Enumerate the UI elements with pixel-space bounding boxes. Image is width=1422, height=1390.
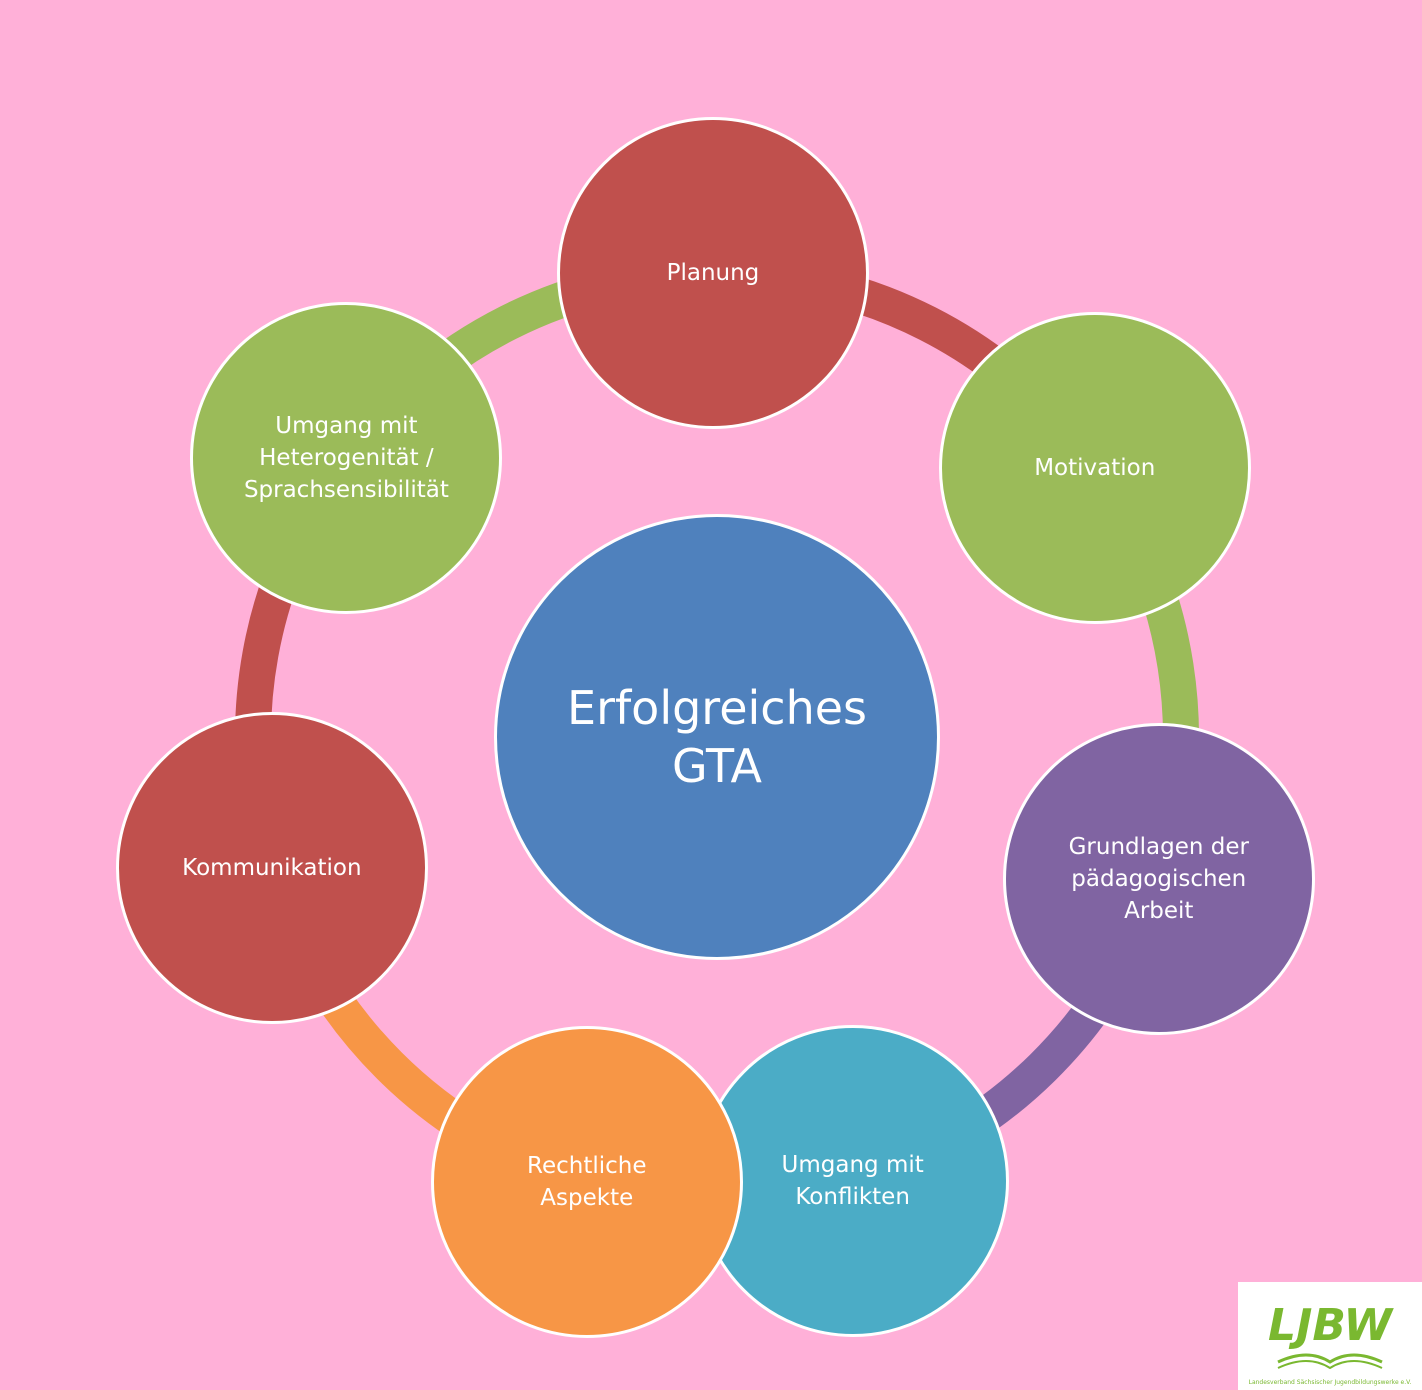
node-konflikte: Umgang mit Konflikten: [696, 1024, 1009, 1337]
node-rechtliche: Rechtliche Aspekte: [430, 1026, 743, 1339]
node-motivation: Motivation: [938, 311, 1251, 624]
ljbw-logo: LJBW Landesverband Sächsischer Jugendbil…: [1238, 1282, 1422, 1390]
svg-text:Landesverband Sächsischer Juge: Landesverband Sächsischer Jugendbildungs…: [1249, 1379, 1412, 1386]
node-label: Motivation: [1034, 454, 1156, 481]
node-heterogenitaet: Umgang mit Heterogenität / Sprachsensibi…: [190, 301, 503, 614]
node-label: Grundlagen der: [1068, 833, 1249, 860]
node-label: Umgang mit: [781, 1151, 924, 1178]
node-label: Planung: [666, 260, 760, 287]
node-label: Sprachsensibilität: [243, 476, 449, 503]
node-kommunikation: Kommunikation: [115, 712, 428, 1024]
node-label: pädagogischen: [1071, 865, 1247, 892]
svg-text:LJBW: LJBW: [1268, 1300, 1395, 1351]
node-label: Arbeit: [1124, 897, 1194, 924]
node-label: Umgang mit: [275, 412, 418, 439]
ljbw-logo-graphic: LJBW Landesverband Sächsischer Jugendbil…: [1249, 1300, 1412, 1386]
node-label: Heterogenität /: [259, 444, 434, 471]
node-label: Rechtliche: [527, 1153, 647, 1180]
center-label-line-1: Erfolgreiches: [567, 681, 867, 735]
node-label: Konflikten: [795, 1183, 910, 1210]
node-label: Kommunikation: [182, 855, 362, 881]
node-grundlagen: Grundlagen der pädagogischen Arbeit: [1002, 722, 1315, 1035]
center-node: Erfolgreiches GTA: [494, 514, 940, 960]
node-label: Aspekte: [540, 1185, 634, 1212]
center-label-line-2: GTA: [671, 739, 762, 793]
node-planung: Planung: [556, 117, 869, 430]
